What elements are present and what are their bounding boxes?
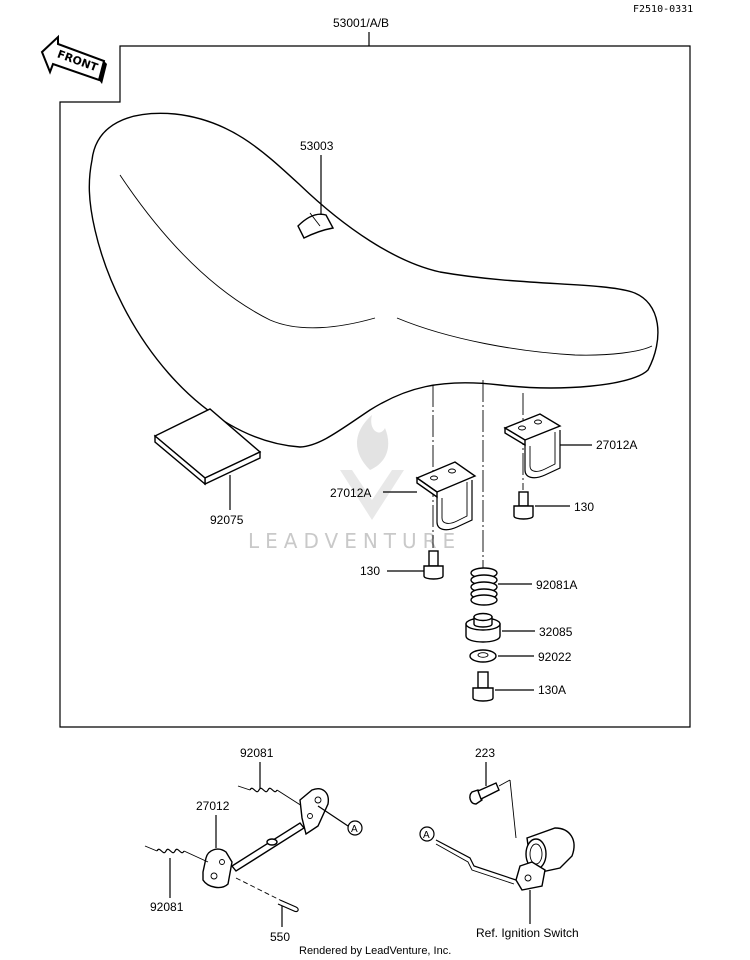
hinge-hole xyxy=(307,813,313,819)
label-32085: 32085 xyxy=(539,625,573,639)
label-27012: 27012 xyxy=(196,799,230,813)
part-92075-pad xyxy=(153,408,262,486)
label-130-lower: 130 xyxy=(360,564,380,578)
hinge-hole xyxy=(210,872,218,880)
pin-body xyxy=(277,899,299,913)
leader-callout-a-left xyxy=(317,805,349,827)
part-92081-spring-bottom xyxy=(144,845,209,863)
bracket-loop xyxy=(436,480,473,531)
label-92081-top: 92081 xyxy=(240,746,274,760)
callout-a-right-circle xyxy=(419,826,435,842)
bolt-head xyxy=(472,687,494,702)
bolt-head xyxy=(423,565,444,580)
part-92022-washer xyxy=(469,649,497,663)
washer-hole xyxy=(477,652,489,658)
bracket-loop-inner xyxy=(529,432,556,472)
bracket-hole xyxy=(534,419,542,425)
label-92081-bottom: 92081 xyxy=(150,900,184,914)
seat-strap xyxy=(297,213,335,239)
screw-guide xyxy=(498,779,511,787)
linkage-rod-edge xyxy=(435,843,515,885)
watermark-v-icon xyxy=(340,470,404,520)
label-92075: 92075 xyxy=(210,513,244,527)
hinge-plate-left xyxy=(202,848,233,889)
damper-cap-top xyxy=(473,612,493,622)
washer-ring xyxy=(469,649,497,663)
bolt-head xyxy=(513,505,534,520)
spring-end xyxy=(237,785,251,791)
label-130A: 130A xyxy=(538,683,566,697)
footer-credit: Rendered by LeadVenture, Inc. xyxy=(299,945,451,957)
front-arrow: FRONT xyxy=(40,34,107,84)
diagram-code: F2510-0331 xyxy=(633,4,693,15)
label-550: 550 xyxy=(270,930,290,944)
seat xyxy=(88,112,659,448)
bracket-hole xyxy=(448,468,456,474)
label-223: 223 xyxy=(475,746,495,760)
part-92081-spring-top xyxy=(237,785,303,807)
callout-a-left: A xyxy=(351,824,358,835)
bolt-shank xyxy=(518,491,529,507)
part-hinge-assembly xyxy=(202,788,329,889)
pin-guide xyxy=(235,877,281,901)
switch-pin xyxy=(524,874,532,882)
seat-strap-fold xyxy=(309,212,321,227)
bracket-hole xyxy=(518,425,526,431)
label-27012A-upper: 27012A xyxy=(596,438,637,452)
assembly-frame xyxy=(59,45,691,728)
spring-coil xyxy=(470,594,498,606)
spring-end xyxy=(276,789,303,807)
part-223-screw xyxy=(469,779,517,839)
part-130A-bolt xyxy=(472,671,494,702)
watermark: LEADVENTURE xyxy=(248,415,461,553)
part-550-pin xyxy=(235,877,299,913)
bracket-loop xyxy=(524,430,561,479)
part-130-lower-bolt xyxy=(423,550,444,580)
label-27012A-lower: 27012A xyxy=(330,486,371,500)
hinge-hole xyxy=(314,796,322,804)
shaft-end xyxy=(266,838,278,846)
seat-side-crease xyxy=(119,174,376,329)
spring-coils xyxy=(249,787,278,793)
bolt-shank xyxy=(428,550,439,567)
spring-end xyxy=(183,850,209,863)
label-92081A: 92081A xyxy=(536,578,577,592)
seat-outline xyxy=(88,112,659,448)
watermark-flame-icon xyxy=(357,415,389,470)
part-ignition-switch xyxy=(515,827,575,891)
part-92081A-spring xyxy=(470,567,498,606)
pad-left xyxy=(154,434,206,486)
hinge-shaft xyxy=(230,822,306,872)
hinge-hole xyxy=(219,859,225,865)
callout-a-right: A xyxy=(423,830,430,841)
label-130-upper: 130 xyxy=(574,500,594,514)
part-27012A-upper xyxy=(503,413,562,479)
label-ignition-ref: Ref. Ignition Switch xyxy=(476,926,579,940)
callout-a-left-circle xyxy=(347,820,363,836)
bracket-hole xyxy=(430,475,438,481)
label-92022: 92022 xyxy=(538,650,572,664)
seat-rear-crease xyxy=(396,317,653,356)
bracket-loop-inner xyxy=(441,482,468,524)
part-130-upper-bolt xyxy=(513,491,534,520)
part-27012A-lower xyxy=(415,461,477,531)
bolt-shank xyxy=(477,671,489,689)
linkage-rod xyxy=(435,839,517,881)
screw-axis xyxy=(509,779,517,839)
label-53003: 53003 xyxy=(300,139,334,153)
part-32085-damper xyxy=(465,612,501,643)
spring-end xyxy=(144,845,158,852)
spring-coils xyxy=(156,848,185,854)
assembly-label: 53001/A/B xyxy=(333,16,389,30)
watermark-text: LEADVENTURE xyxy=(248,529,461,553)
front-arrow-shadow xyxy=(99,61,107,84)
screw-shank xyxy=(477,782,500,800)
